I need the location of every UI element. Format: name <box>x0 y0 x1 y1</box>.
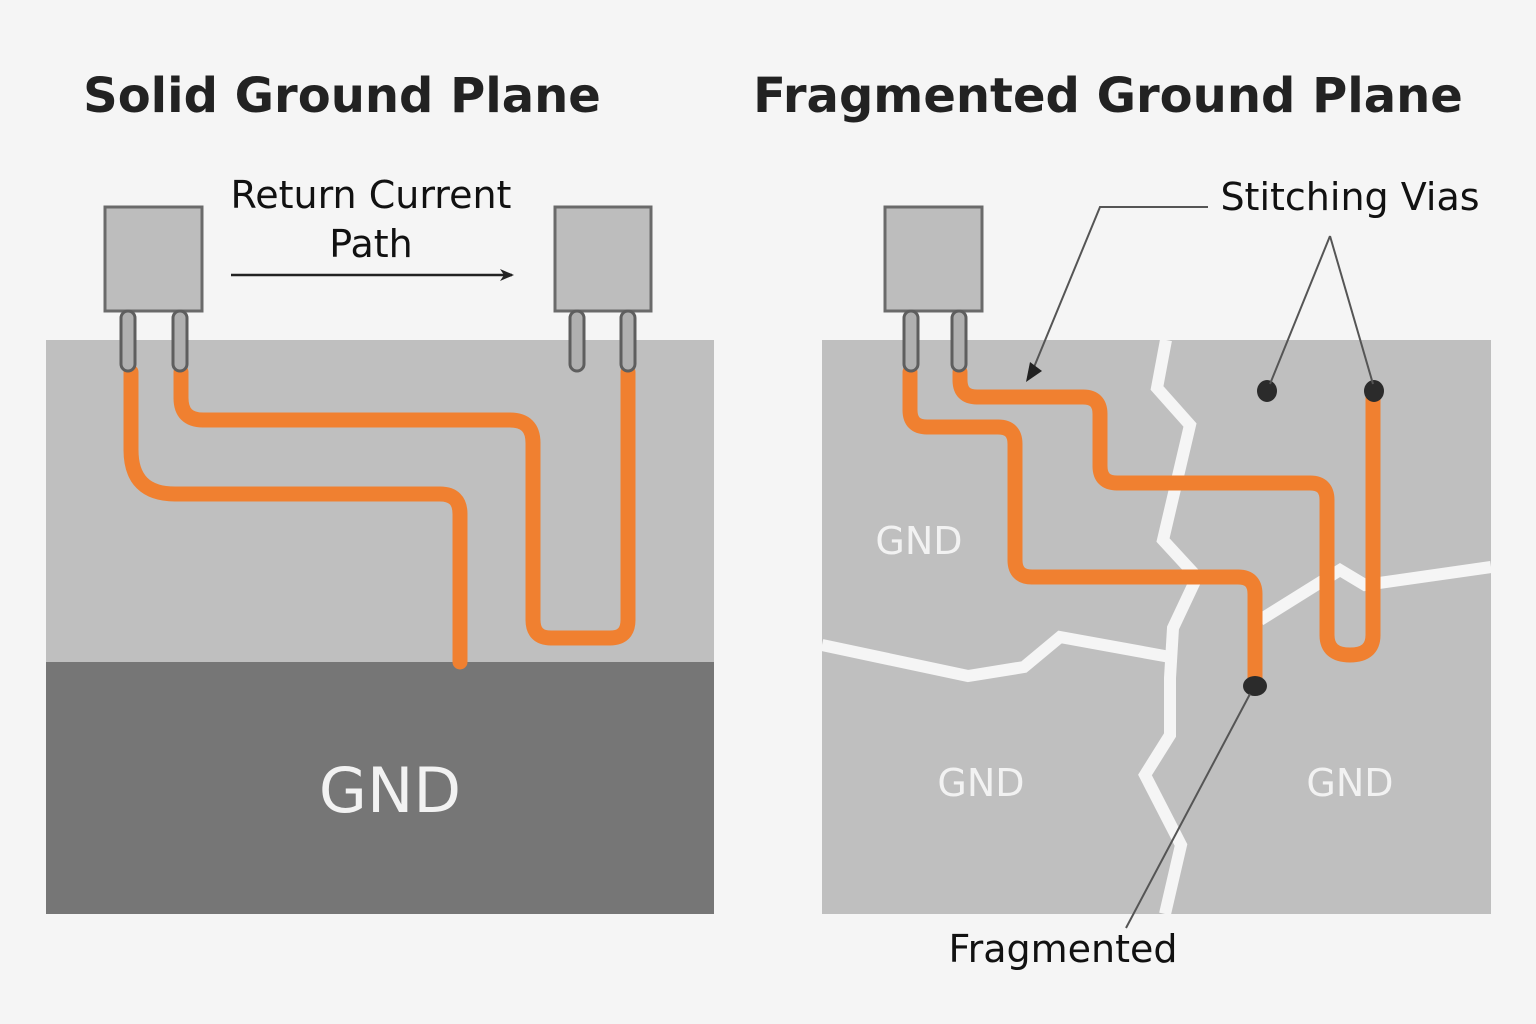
stitching-via-2 <box>1364 380 1384 402</box>
stitching-leader-arrow-icon <box>1026 362 1042 382</box>
solid-ground-plane <box>46 662 714 914</box>
plane-split-horizontal-right <box>1256 561 1492 626</box>
component-left-destination <box>553 205 653 373</box>
fragment-gnd-label-3: GND <box>1306 761 1393 805</box>
stitching-leader-line-3 <box>1329 235 1374 385</box>
solid-gnd-label: GND <box>319 754 461 827</box>
component-left-source <box>103 205 204 373</box>
stitching-via-1 <box>1257 380 1277 402</box>
fragmented-leader-line <box>1125 693 1251 929</box>
signal-trace-right-2 <box>952 364 1381 663</box>
fragmented-via <box>1243 676 1267 696</box>
signal-trace-left-1 <box>123 364 468 670</box>
right-panel-title: Fragmented Ground Plane <box>753 68 1463 124</box>
fragment-gnd-label-2: GND <box>937 761 1024 805</box>
left-panel-title: Solid Ground Plane <box>83 68 601 124</box>
return-path-label-line1: Return Current <box>231 173 512 217</box>
left-panel: Solid Ground Plane GND Return Current Pa… <box>46 68 714 914</box>
signal-trace-right-1 <box>902 364 1263 694</box>
plane-split-horizontal-left <box>820 630 1172 683</box>
stitching-leader-line-2 <box>1269 235 1331 385</box>
fragmented-label: Fragmented <box>948 927 1177 971</box>
stitching-leader-line-1 <box>1031 206 1208 373</box>
right-panel: Fragmented Ground Plane GND GND GND Stit… <box>753 68 1492 971</box>
stitching-vias-label: Stitching Vias <box>1220 175 1479 219</box>
plane-split-vertical <box>1138 338 1205 916</box>
fragment-gnd-label-1: GND <box>875 519 962 563</box>
solid-plane-upper-region <box>46 340 714 664</box>
return-path-label-line2: Path <box>329 222 412 266</box>
component-right-source <box>883 205 984 373</box>
signal-trace-left-2 <box>173 364 636 646</box>
